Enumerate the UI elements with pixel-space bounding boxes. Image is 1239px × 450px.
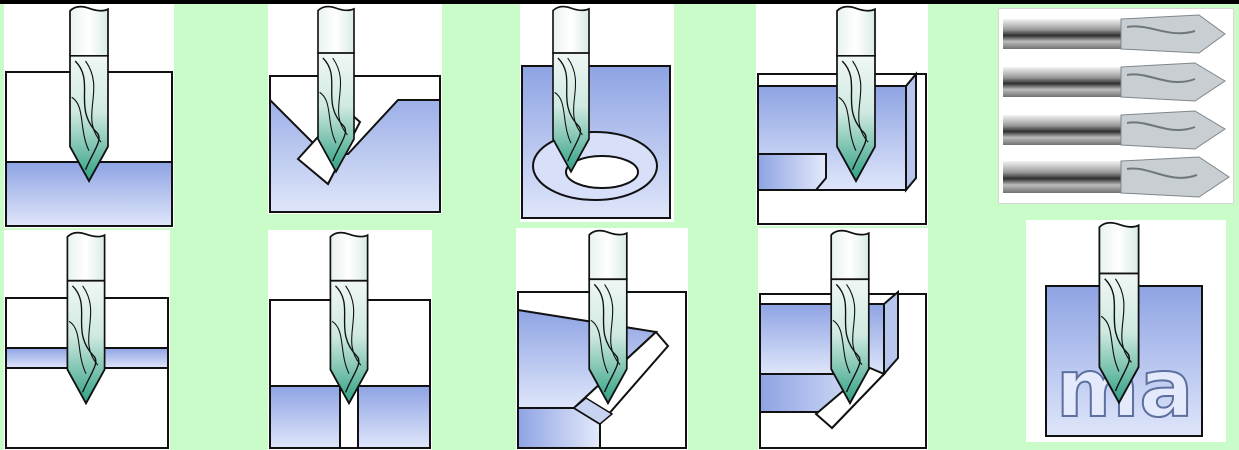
slot-plunge-milling-icon: [268, 230, 432, 450]
v-groove-milling-icon: [516, 228, 688, 450]
edge-chamfer-milling-icon: [758, 228, 928, 450]
through-slot-milling-icon: [4, 230, 170, 450]
plunge-milling-icon: [4, 4, 174, 228]
step-milling-icon: [756, 4, 928, 226]
drill-mill-bit-photo-icon: [998, 8, 1234, 204]
engraving-milling-icon: ma: [1026, 220, 1226, 442]
chamfer-milling-icon: [268, 4, 442, 214]
countersink-milling-icon: [520, 4, 674, 222]
